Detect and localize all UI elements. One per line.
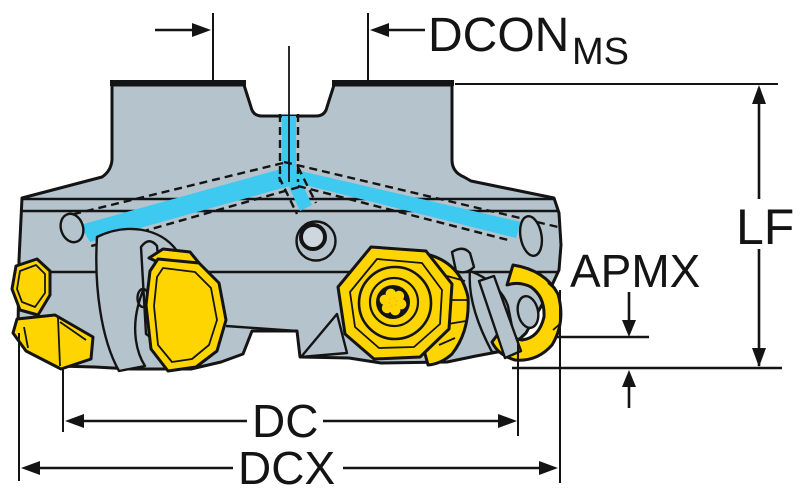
insert-center-left [144,247,228,373]
dc-right-arrow [498,414,517,428]
right-outlet-hole [518,215,544,257]
insert-round-center [336,245,476,367]
dcx-left-arrow [21,461,40,475]
dimension-dcx: DCX [18,290,561,494]
clamp-nub [450,247,476,274]
left-outlet-hole [59,212,85,244]
dcon-left-arrow [192,23,211,37]
insert-far-right-hole [516,295,540,329]
insert-facets [438,275,468,346]
coolant-channels [65,46,559,249]
insert-far-left [10,257,95,371]
torx-screw [376,285,410,319]
coolant-channel-right [283,167,521,238]
label-dcx: DCX [238,442,335,494]
label-dcon: DCON [428,9,569,62]
insert-far-left-lower [11,313,95,371]
label-apmx: APMX [570,245,700,297]
lf-bottom-arrow [752,348,766,367]
center-screw-hole-inner [299,223,327,251]
label-dc: DC [252,395,318,447]
dimension-dcon: DCON MS [155,9,629,80]
coolant-channel-left [80,169,297,242]
lf-top-arrow [752,85,766,104]
right-clamp-arm [477,274,523,360]
insert-center-left-body [144,257,228,373]
coolant-hidden-lines [65,114,559,249]
label-dcon-subscript: MS [572,31,629,73]
coolant-channel-center [283,170,312,211]
label-lf: LF [736,199,794,255]
coolant-outlet-holes [59,212,544,262]
apmx-up-arrow [622,370,636,387]
dimension-lf: LF [455,83,794,370]
dimension-apmx: APMX [556,245,700,408]
dimension-dc: DC [62,341,519,447]
insert-facets [23,317,87,367]
chip-gash-face [299,312,349,359]
apmx-down-arrow [622,320,636,337]
dc-left-arrow [65,414,84,428]
dcon-right-arrow [370,23,389,37]
dcx-right-arrow [539,461,558,475]
